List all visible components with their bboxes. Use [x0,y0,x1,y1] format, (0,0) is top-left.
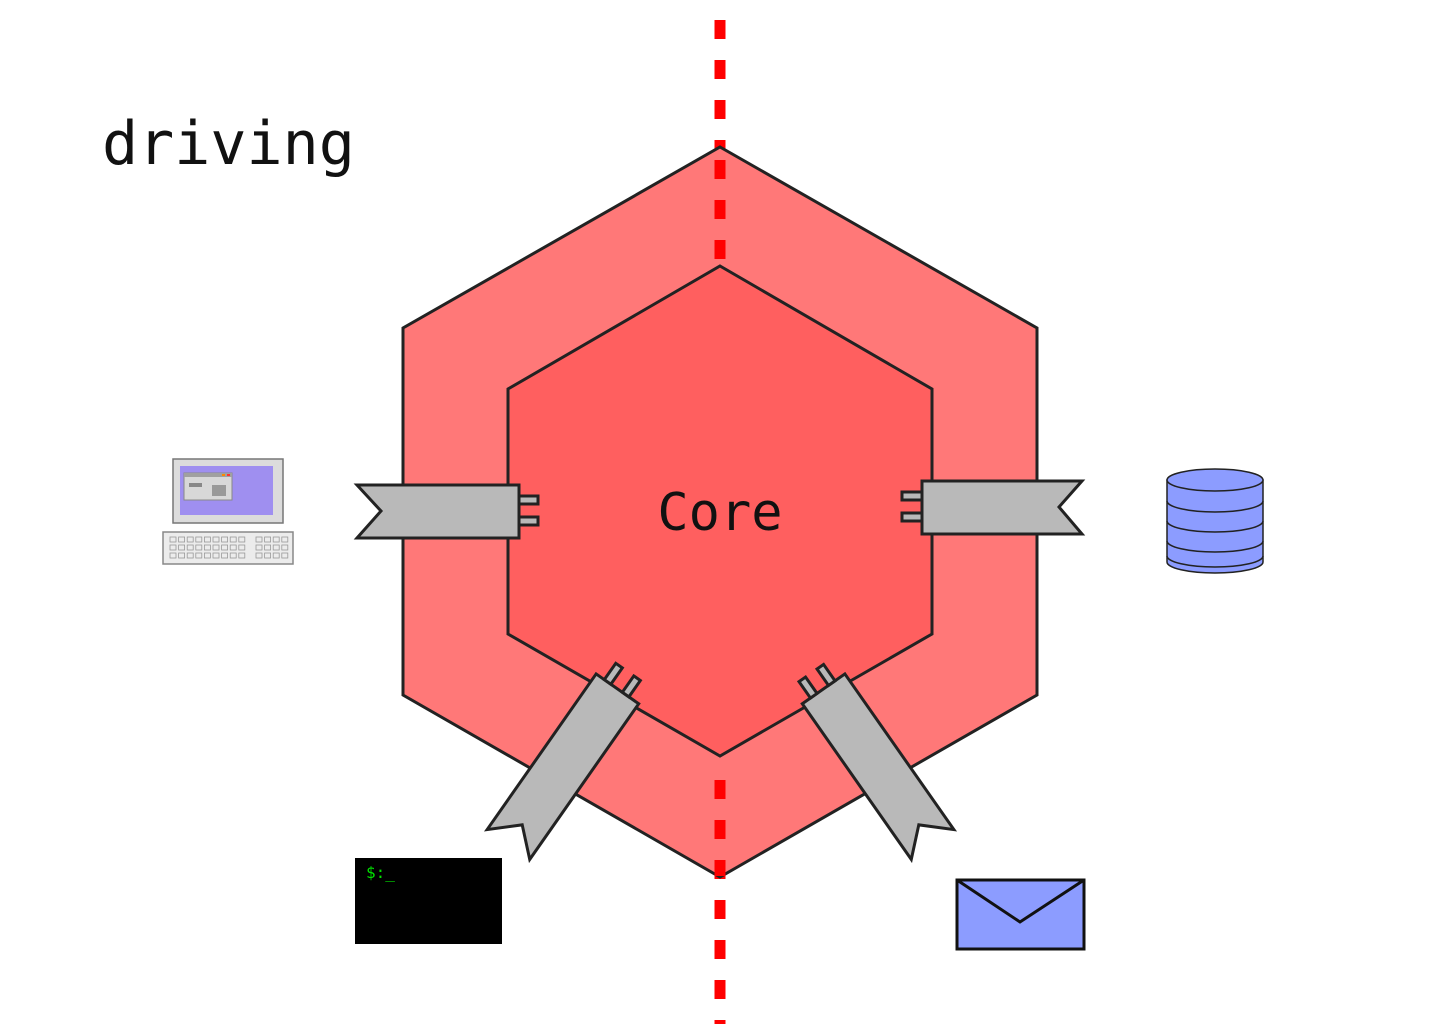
right-adapter [900,479,1086,536]
core-label: Core [657,483,782,543]
core-hexagon [506,264,934,758]
envelope-icon [955,878,1086,951]
bottom-right-adapter [796,662,958,864]
left-adapter [353,483,540,540]
terminal-prompt: $:_ [366,863,395,882]
database-icon [1166,468,1264,574]
driving-side-label: driving [102,109,355,179]
bottom-left-adapter [483,661,643,864]
computer-icon [162,458,294,565]
terminal-icon: $:_ [355,858,502,944]
